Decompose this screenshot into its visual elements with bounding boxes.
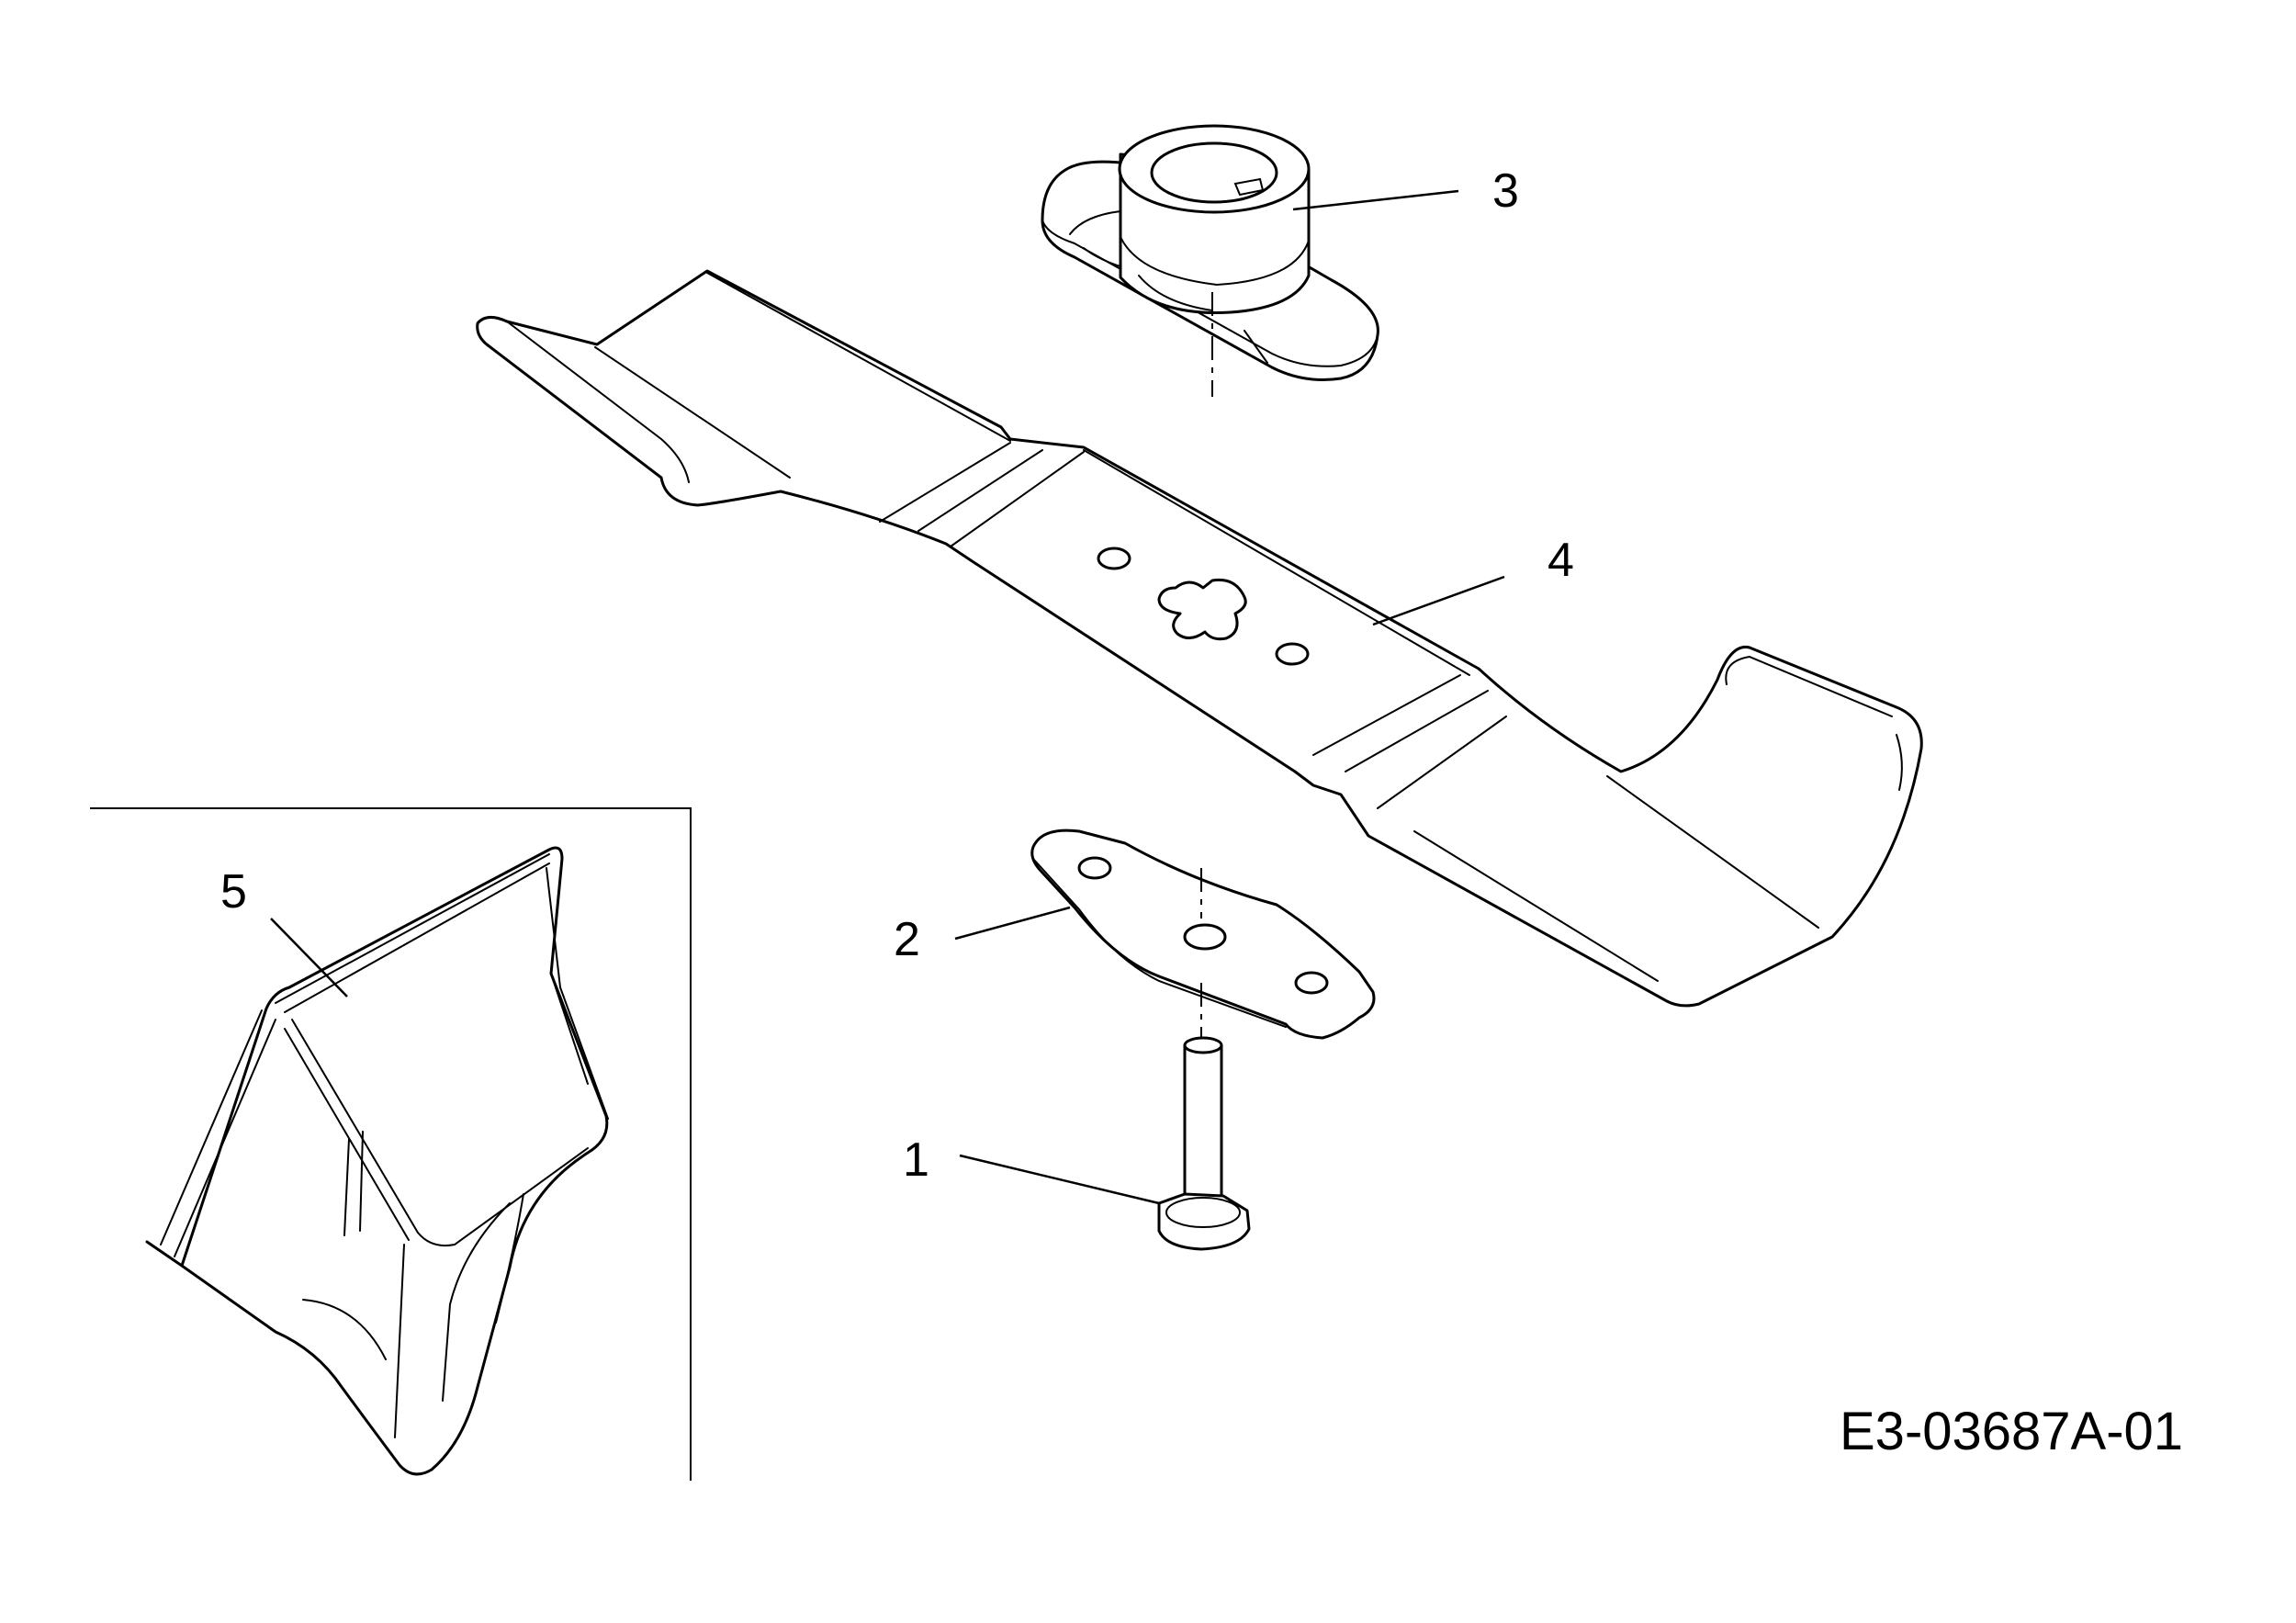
callout-2: 2 [894,913,920,966]
leader-line-4 [1372,575,1505,626]
callout-3: 3 [1492,164,1519,218]
blade-adapter-part-3 [1041,124,1379,381]
blade-part-4 [476,269,1923,1008]
callout-4: 4 [1548,534,1574,587]
drawing-number: E3-03687A-01 [1840,1402,2183,1461]
leader-line-2 [954,906,1071,941]
mulching-kit-frame [90,807,692,1481]
bolt-part-1 [1157,1036,1251,1251]
leader-line-1 [959,1154,1160,1205]
blade-holder-plate-part-2 [1030,828,1376,1040]
leader-line-5 [270,918,348,997]
leader-line-3 [1292,189,1459,211]
callout-5: 5 [220,865,247,919]
mulching-plug-part-5 [145,846,609,1476]
callout-1: 1 [903,1133,929,1187]
